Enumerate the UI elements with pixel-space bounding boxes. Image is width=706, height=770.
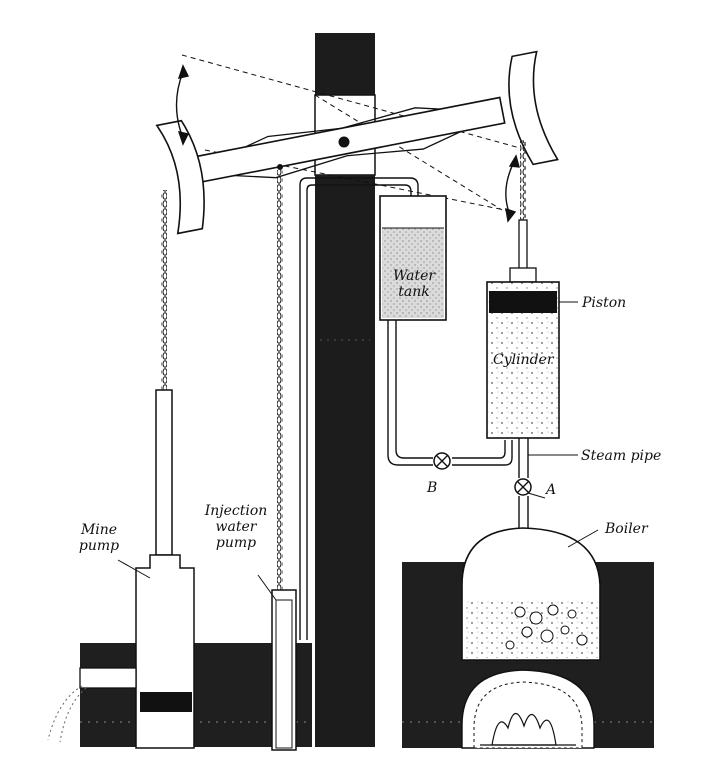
injection-pipe (299, 177, 419, 640)
label-water-tank-line2: tank (398, 284, 430, 300)
boiler (461, 527, 601, 661)
beam-pivot (338, 136, 350, 148)
piston-rod (509, 140, 537, 291)
swing-arrows (175, 64, 520, 223)
label-mine-pump-line2: pump (78, 538, 120, 554)
leader-lines (117, 492, 546, 601)
cylinder (486, 281, 578, 439)
label-cylinder: Cylinder (493, 352, 554, 368)
pump-rod-pivot (277, 164, 283, 170)
furnace (461, 669, 595, 749)
label-boiler: Boiler (605, 521, 648, 537)
label-injection-line1: Injection (204, 503, 268, 519)
label-injection-pump: Injection water pump (200, 503, 272, 551)
steam-pipe (518, 438, 578, 530)
label-water-tank: Water tank (387, 268, 441, 300)
piston-head (489, 291, 557, 313)
label-water-tank-line1: Water (392, 268, 436, 284)
injection-pump-assembly (271, 170, 297, 751)
label-mine-pump: Mine pump (74, 522, 124, 554)
label-mine-pump-line1: Mine (80, 522, 118, 538)
valve-a (514, 478, 532, 496)
mine-pump-assembly (47, 190, 195, 749)
water-tank (379, 195, 447, 321)
label-valve-a: A (546, 482, 557, 498)
label-injection-line3: pump (215, 535, 257, 551)
valve-b (433, 452, 451, 470)
swing-lines (181, 54, 521, 213)
label-injection-line2: water (215, 519, 257, 535)
label-steam-pipe: Steam pipe (581, 448, 662, 464)
label-piston: Piston (582, 295, 627, 311)
rocking-beam (155, 50, 559, 235)
label-valve-b: B (427, 480, 438, 496)
tank-to-cylinder-pipe (387, 320, 513, 466)
